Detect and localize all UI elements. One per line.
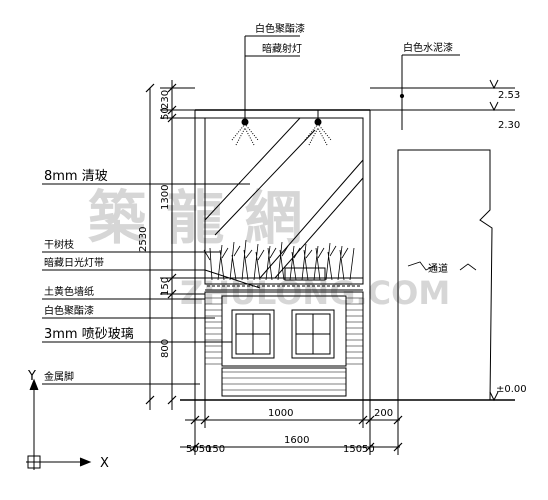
- dim-2530: 2530: [138, 227, 149, 252]
- counter-top: [204, 277, 364, 285]
- axis-label-y: Y: [27, 369, 36, 384]
- spotlight-right: [304, 110, 332, 146]
- dim-230: 230: [160, 90, 171, 109]
- dry-branches: [203, 239, 355, 281]
- elevation-0-00: ±0.00: [496, 384, 527, 395]
- dim-150-right: 150: [343, 444, 362, 455]
- label-metal-foot: 金属脚: [44, 370, 74, 383]
- dim-1000: 1000: [268, 408, 293, 419]
- label-hidden-spot: 暗藏射灯: [262, 42, 302, 55]
- dim-800: 800: [160, 339, 171, 358]
- passage-wall: [397, 149, 493, 401]
- elevation-2-53: 2.53: [498, 90, 520, 101]
- label-glass-8mm: 8mm 清玻: [44, 169, 108, 184]
- label-white-paint-top: 白色聚酯漆: [255, 22, 305, 35]
- dim-150-left: 150: [206, 444, 225, 455]
- label-earth-yellow: 土黄色墙纸: [44, 285, 94, 298]
- dim-1600: 1600: [284, 435, 309, 446]
- axis-label-x: X: [100, 456, 109, 471]
- cabinet-doors: [231, 309, 335, 359]
- label-white-cement: 白色水泥漆: [403, 41, 453, 54]
- elevation-2-30: 2.30: [498, 120, 520, 131]
- dim-50: 50: [160, 107, 171, 120]
- dim-5050: 5050: [186, 444, 211, 455]
- dim-50-right: 50: [362, 444, 375, 455]
- cabinet-slats: [205, 297, 363, 391]
- dim-1300: 1300: [160, 185, 171, 210]
- dim-200: 200: [374, 408, 393, 419]
- label-hidden-light: 暗藏日光灯带: [44, 256, 104, 269]
- label-glass-3mm: 3mm 喷砂玻璃: [44, 327, 134, 342]
- linework: [26, 35, 515, 470]
- dim-150: 150: [160, 277, 171, 296]
- label-passage: 通道: [428, 262, 448, 275]
- label-white-paint-left: 白色聚酯漆: [44, 304, 94, 317]
- label-dry-branch: 干树枝: [44, 238, 74, 251]
